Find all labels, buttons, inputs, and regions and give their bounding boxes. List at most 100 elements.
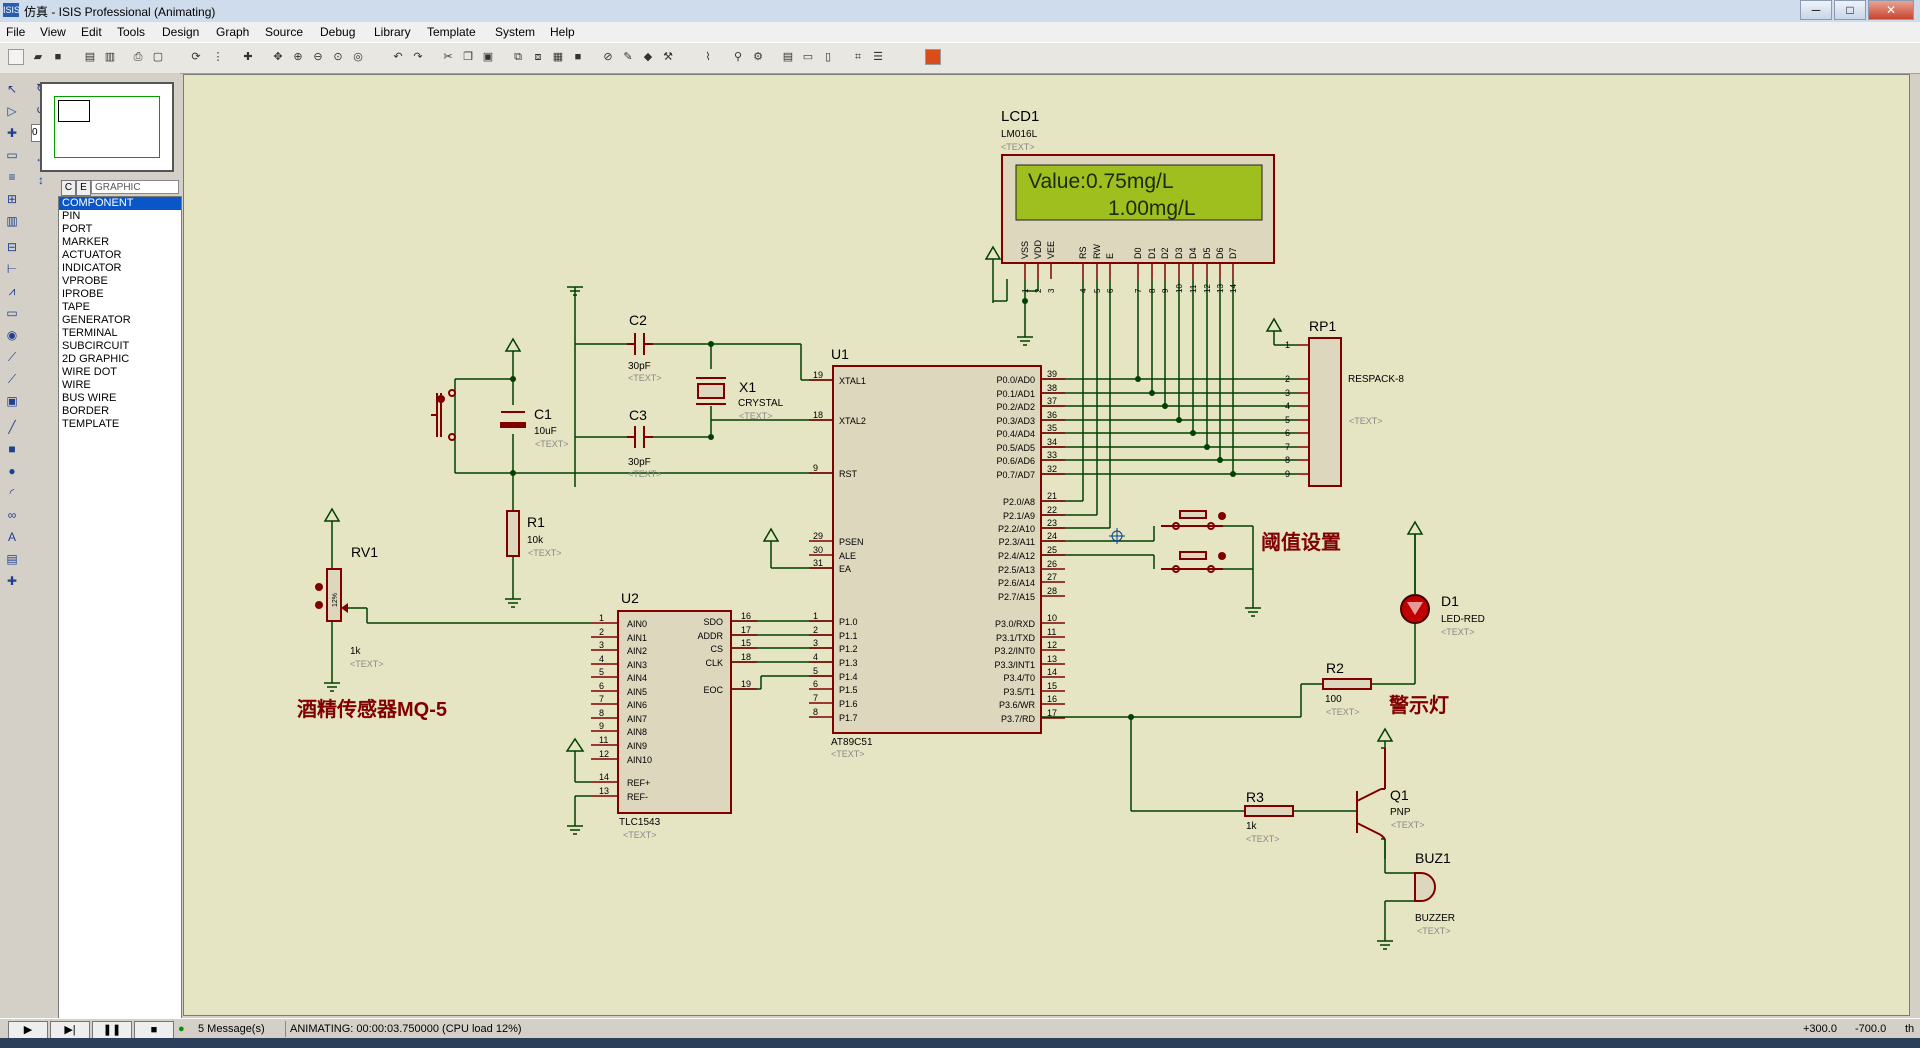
list-item[interactable]: ACTUATOR [62, 249, 122, 261]
pick-components-button[interactable]: C [61, 180, 76, 196]
lcd-component[interactable]: Value:0.75mg/L 1.00mg/L LCD1 LM016L <TEX… [1001, 108, 1275, 293]
list-item[interactable]: WIRE [62, 379, 91, 391]
transistor-q1[interactable] [1356, 748, 1386, 840]
box-icon[interactable]: ■ [8, 442, 16, 456]
rv1-up-indicator[interactable] [315, 583, 323, 591]
current-probe-icon[interactable]: ⟋ [7, 372, 17, 386]
resistor-r2[interactable] [1322, 678, 1372, 690]
crystal-x1[interactable] [696, 377, 726, 405]
block-rotate-icon[interactable]: ▦ [552, 51, 564, 63]
list-item[interactable]: TEMPLATE [62, 418, 120, 430]
print-area-icon[interactable]: ▢ [152, 51, 164, 63]
overview-window[interactable] [40, 82, 174, 172]
menu-library[interactable]: Library [374, 25, 411, 39]
grid-icon[interactable]: ⋮ [212, 51, 224, 63]
list-item[interactable]: 2D GRAPHIC [62, 353, 130, 365]
origin-icon[interactable]: ✚ [243, 51, 253, 63]
export-icon[interactable]: ▥ [104, 51, 116, 63]
buzzer-buz1[interactable] [1414, 872, 1436, 902]
graph-icon[interactable]: ⩘ [8, 284, 16, 298]
step-button[interactable]: ▶| [50, 1021, 90, 1039]
block-move-icon[interactable]: ⧈ [534, 51, 542, 63]
arc-icon[interactable]: ◜ [9, 486, 15, 500]
zoom-area-icon[interactable]: ◎ [353, 51, 363, 63]
import-icon[interactable]: ▤ [84, 51, 96, 63]
menu-system[interactable]: System [495, 25, 536, 39]
list-item[interactable]: TAPE [62, 301, 90, 313]
block-copy-icon[interactable]: ⧉ [514, 51, 522, 63]
list-item[interactable]: PORT [62, 223, 93, 235]
menu-graph[interactable]: Graph [216, 25, 250, 39]
list-item[interactable]: TERMINAL [62, 327, 118, 339]
list-item[interactable]: VPROBE [62, 275, 108, 287]
wire-autorouter-icon[interactable]: ⌇ [705, 51, 711, 63]
open-icon[interactable]: ▰ [33, 51, 43, 63]
pause-button[interactable]: ❚❚ [92, 1021, 132, 1039]
component-mode-icon[interactable]: ▷ [7, 104, 17, 118]
bus-icon[interactable]: ⊞ [6, 192, 18, 206]
menu-help[interactable]: Help [550, 25, 575, 39]
menu-source[interactable]: Source [265, 25, 304, 39]
pick-device-icon[interactable]: ⊘ [603, 51, 613, 63]
play-button[interactable]: ▶ [8, 1021, 48, 1039]
menu-template[interactable]: Template [427, 25, 476, 39]
device-pin-icon[interactable]: ⊢ [6, 262, 18, 276]
bom-icon[interactable]: ☰ [873, 51, 883, 63]
rv1-down-indicator[interactable] [315, 601, 323, 609]
capacitor-c1[interactable] [500, 411, 526, 428]
cut-icon[interactable]: ✂ [443, 51, 453, 63]
property-assign-icon[interactable]: ⚙ [753, 51, 763, 63]
pan-icon[interactable]: ✥ [273, 51, 283, 63]
generator-icon[interactable]: ◉ [6, 328, 18, 342]
threshold-button-up[interactable] [1161, 510, 1223, 530]
menu-debug[interactable]: Debug [320, 25, 356, 39]
stop-button[interactable]: ■ [134, 1021, 174, 1039]
resistor-r3[interactable] [1244, 805, 1294, 817]
menu-edit[interactable]: Edit [81, 25, 102, 39]
close-button[interactable]: ✕ [1868, 0, 1914, 20]
resistor-r1[interactable] [506, 510, 520, 557]
block-delete-icon[interactable]: ■ [574, 51, 582, 63]
minimize-button[interactable]: ─ [1800, 0, 1832, 20]
refresh-icon[interactable]: ⟳ [191, 51, 201, 63]
menu-view[interactable]: View [40, 25, 66, 39]
capacitor-c2[interactable] [627, 333, 653, 355]
undo-icon[interactable]: ↶ [393, 51, 403, 63]
messages-count[interactable]: 5 Message(s) [198, 1023, 265, 1035]
redo-icon[interactable]: ↷ [413, 51, 423, 63]
list-item[interactable]: PIN [62, 210, 81, 222]
line-icon[interactable]: ╱ [8, 420, 16, 434]
symbol-icon[interactable]: ▤ [6, 552, 18, 566]
list-item[interactable]: INDICATOR [62, 262, 122, 274]
ares-icon[interactable] [925, 49, 941, 65]
virtual-instrument-icon[interactable]: ▣ [6, 394, 18, 408]
decompose-icon[interactable]: ⚒ [663, 51, 673, 63]
make-device-icon[interactable]: ✎ [623, 51, 633, 63]
packaging-icon[interactable]: ◆ [643, 51, 653, 63]
u2-adc[interactable]: U2 TLC1543 <TEXT> 1AIN02AIN13AIN24AIN35A… [591, 590, 757, 840]
circle-icon[interactable]: ● [8, 464, 16, 478]
tape-recorder-icon[interactable]: ▭ [6, 306, 18, 320]
netlist-icon[interactable]: ⌗ [854, 51, 862, 63]
capacitor-c3[interactable] [627, 426, 653, 448]
save-icon[interactable]: ■ [54, 51, 62, 63]
list-item[interactable]: WIRE DOT [62, 366, 117, 378]
voltage-probe-icon[interactable]: ⟋ [7, 350, 17, 364]
maximize-button[interactable]: □ [1834, 0, 1866, 20]
threshold-button-down[interactable] [1161, 551, 1223, 573]
list-item[interactable]: COMPONENT [59, 197, 181, 210]
new-icon[interactable] [8, 49, 24, 65]
zoom-in-icon[interactable]: ⊕ [293, 51, 303, 63]
list-item[interactable]: SUBCIRCUIT [62, 340, 130, 352]
schematic-canvas[interactable]: Value:0.75mg/L 1.00mg/L LCD1 LM016L <TEX… [183, 74, 1910, 1016]
marker-icon[interactable]: ✚ [6, 574, 18, 588]
zoom-all-icon[interactable]: ⊙ [333, 51, 343, 63]
menu-tools[interactable]: Tools [117, 25, 146, 39]
terminal-icon[interactable]: ⊟ [6, 240, 18, 254]
list-item[interactable]: GENERATOR [62, 314, 131, 326]
path-icon[interactable]: ∞ [7, 508, 17, 522]
design-explorer-icon[interactable]: ▤ [782, 51, 794, 63]
list-item[interactable]: IPROBE [62, 288, 104, 300]
led-d1[interactable] [1400, 534, 1430, 624]
